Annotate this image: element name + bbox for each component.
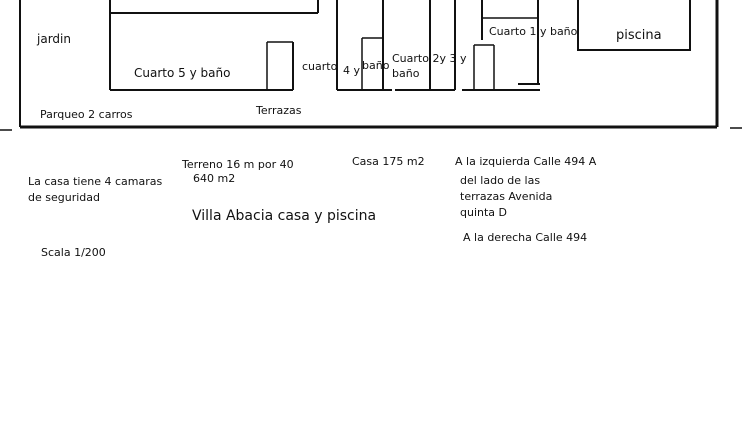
note-izquierda-4: quinta D: [460, 206, 507, 219]
label-cuarto1: Cuarto 1 y baño: [489, 25, 578, 38]
label-jardin: jardin: [36, 32, 71, 46]
note-derecha: A la derecha Calle 494: [463, 231, 587, 244]
note-camaras-1: La casa tiene 4 camaras: [28, 175, 162, 188]
note-casa: Casa 175 m2: [352, 155, 425, 168]
label-cuarto4-a: cuarto: [302, 60, 338, 73]
walls: [0, 0, 742, 131]
plan-title: Villa Abacia casa y piscina: [192, 208, 376, 224]
label-cuarto5: Cuarto 5 y baño: [134, 66, 230, 80]
room-labels: jardin Cuarto 5 y baño cuarto 4 y baño C…: [36, 25, 662, 121]
label-cuarto23-a: Cuarto 2y 3 y: [392, 52, 467, 65]
pool-outline: [577, 0, 691, 51]
note-camaras-2: de seguridad: [28, 191, 100, 204]
label-piscina: piscina: [616, 28, 662, 43]
note-escala: Scala 1/200: [41, 246, 106, 259]
label-cuarto4-c: baño: [362, 59, 390, 72]
note-izquierda-1: A la izquierda Calle 494 A: [455, 155, 597, 168]
label-cuarto23-b: baño: [392, 67, 420, 80]
note-terreno-1: Terreno 16 m por 40: [181, 158, 294, 171]
notes: Terreno 16 m por 40 640 m2 Casa 175 m2 A…: [28, 155, 597, 259]
label-terrazas: Terrazas: [255, 104, 302, 117]
note-terreno-2: 640 m2: [193, 172, 235, 185]
note-izquierda-2: del lado de las: [460, 174, 540, 187]
label-parqueo: Parqueo 2 carros: [40, 108, 133, 121]
label-cuarto4-b: 4 y: [343, 64, 360, 77]
note-izquierda-3: terrazas Avenida: [460, 190, 552, 203]
